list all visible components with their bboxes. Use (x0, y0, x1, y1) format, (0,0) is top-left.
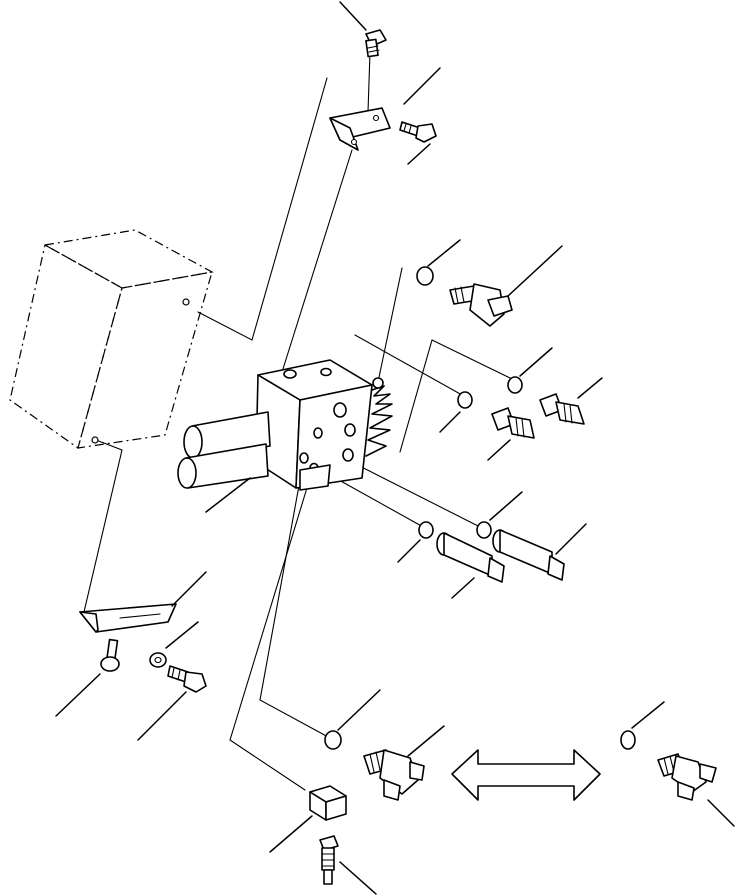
relief-valves (397, 491, 587, 599)
valve-cover-phantom (9, 229, 214, 449)
main-valve-block (255, 359, 393, 491)
lower-bracket (79, 571, 207, 633)
top-mounting-bolt (339, 1, 387, 58)
assembly-lines (83, 51, 511, 791)
lower-elbow-fitting (324, 689, 445, 801)
alternate-elbow-fitting (620, 701, 735, 827)
upper-bracket-bolt (399, 121, 437, 165)
pressure-switch-fitting (269, 785, 377, 895)
double-headed-arrow-icon (451, 749, 601, 801)
upper-elbow-fitting (416, 239, 563, 327)
lower-mounting-hardware (55, 621, 207, 741)
upper-bracket (329, 67, 441, 151)
middle-o-rings-and-plugs (439, 347, 603, 461)
valve-spools (177, 411, 271, 513)
